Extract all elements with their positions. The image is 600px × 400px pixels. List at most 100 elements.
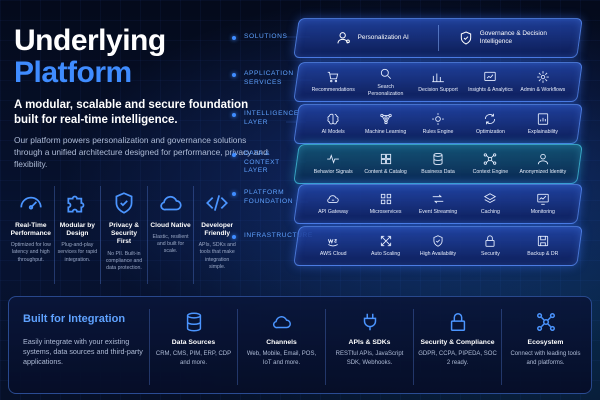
layer-data-context: Behavior Signals Content & Catalog Busin… (293, 144, 583, 184)
backup-icon (536, 234, 550, 248)
grid-icon (379, 192, 393, 206)
tile-ai-models[interactable]: AI Models (307, 112, 359, 135)
feature-desc: No PII. Built-in compliance and data pro… (105, 250, 143, 271)
integration-item-desc: CRM, CMS, PIM, ERP, CDP and more. (155, 351, 232, 366)
database-icon (183, 311, 205, 333)
integration-item-title: Ecosystem (527, 339, 564, 346)
feature-title: Developer Friendly (201, 222, 234, 238)
integration-apis[interactable]: APIs & SDKs RESTful APIs, JavaScript SDK… (325, 309, 413, 385)
feature-list: Real-Time Performance Optimized for low … (8, 186, 240, 284)
tile-api-gateway[interactable]: API Gateway (307, 192, 359, 215)
tile-explainability[interactable]: Explainability (517, 112, 569, 135)
pulse-icon (326, 152, 340, 166)
feature-title: Real-Time Performance (10, 222, 51, 238)
tile-auto-scaling[interactable]: Auto Scaling (359, 234, 411, 257)
tile-monitoring[interactable]: Monitoring (517, 192, 569, 215)
tile-label: Context Engine (472, 169, 509, 176)
tile-admin[interactable]: Admin & Workflows (517, 70, 569, 93)
code-icon (204, 190, 230, 216)
tile-behavior[interactable]: Behavior Signals (307, 152, 359, 175)
integration-ecosystem[interactable]: Ecosystem Connect with leading tools and… (501, 309, 589, 385)
tile-recommendations[interactable]: Recommendations (307, 70, 359, 93)
integration-item-title: Channels (266, 339, 297, 346)
tile-label: Anonymized Identity (519, 169, 567, 176)
page-title-line2: Platform (14, 56, 132, 89)
tile-label: High Availability (419, 251, 457, 258)
tile-insights[interactable]: Insights & Analytics (464, 70, 516, 93)
tile-microservices[interactable]: Microservices (359, 192, 411, 215)
feature-real-time: Real-Time Performance Optimized for low … (8, 186, 55, 284)
feature-title: Modular by Design (59, 222, 95, 238)
page-subtitle: A modular, scalable and secure foundatio… (14, 99, 249, 126)
integration-channels[interactable]: Channels Web, Mobile, Email, POS, IoT an… (237, 309, 325, 385)
tile-security[interactable]: Security (464, 234, 516, 257)
integration-data-sources[interactable]: Data Sources CRM, CMS, PIM, ERP, CDP and… (149, 309, 237, 385)
tile-label: Content & Catalog (364, 169, 407, 176)
tile-optimization[interactable]: Optimization (464, 112, 516, 135)
tile-label: API Gateway (318, 209, 349, 216)
tile-aws[interactable]: AWS Cloud (307, 234, 359, 257)
tile-catalog[interactable]: Content & Catalog (359, 152, 411, 175)
cloud-icon (271, 311, 293, 333)
tile-availability[interactable]: High Availability (412, 234, 464, 257)
tile-decision[interactable]: Decision Support (412, 70, 464, 93)
solution-governance[interactable]: Governance & Decision Intelligence (439, 30, 570, 46)
lock-icon (483, 234, 497, 248)
layer-label-intelligence: INTELLIGENCE LAYER (232, 110, 299, 126)
integration-description: Easily integrate with your existing syst… (23, 337, 143, 367)
availability-icon (431, 234, 445, 248)
tile-label: Admin & Workflows (520, 87, 566, 94)
feature-desc: Plug-and-play services for rapid integra… (57, 242, 98, 263)
feature-desc: APIs, SDKs and tools that make integrati… (198, 242, 236, 270)
layer-foundation: API Gateway Microservices Event Streamin… (293, 184, 583, 224)
integration-list: Data Sources CRM, CMS, PIM, ERP, CDP and… (149, 309, 589, 385)
explain-icon (536, 112, 550, 126)
tile-search[interactable]: Search Personalization (359, 67, 411, 97)
tile-rules[interactable]: Rules Engine (412, 112, 464, 135)
tile-label: Event Streaming (418, 209, 458, 216)
integration-item-title: Data Sources (171, 339, 216, 346)
feature-desc: Optimized for low latency and high throu… (10, 242, 51, 263)
aws-icon (326, 234, 340, 248)
feature-desc: Elastic, resilient and built for scale. (152, 234, 189, 255)
tile-label: Explainability (527, 129, 558, 136)
tile-label: Backup & DR (527, 251, 559, 258)
tile-label: Business Data (421, 169, 455, 176)
tile-label: Behavior Signals (313, 169, 353, 176)
database-icon (431, 152, 445, 166)
tile-label: Search Personalization (367, 84, 404, 97)
tile-context[interactable]: Context Engine (464, 152, 516, 175)
tile-business[interactable]: Business Data (412, 152, 464, 175)
solution-label: Governance & Decision Intelligence (479, 30, 547, 45)
integration-item-desc: Connect with leading tools and platforms… (510, 351, 581, 366)
layer-infrastructure: AWS Cloud Auto Scaling High Availability… (293, 226, 583, 266)
layer-label-solutions: SOLUTIONS (232, 33, 288, 40)
feature-privacy: Privacy & Security First No PII. Built-i… (101, 186, 148, 284)
solution-personalization[interactable]: Personalization AI (307, 30, 438, 46)
chart-icon (431, 70, 445, 84)
network-icon (379, 112, 393, 126)
puzzle-icon (64, 190, 90, 216)
tile-label: Microservices (369, 209, 402, 216)
tile-ml[interactable]: Machine Learning (359, 112, 411, 135)
feature-cloud: Cloud Native Elastic, resilient and buil… (148, 186, 195, 284)
tile-backup[interactable]: Backup & DR (517, 234, 569, 257)
tile-streaming[interactable]: Event Streaming (412, 192, 464, 215)
layer-label-infrastructure: INFRASTRUCTURE (232, 232, 313, 239)
search-icon (379, 67, 393, 81)
integration-security[interactable]: Security & Compliance GDPR, CCPA, PIPEDA… (413, 309, 501, 385)
integration-item-desc: Web, Mobile, Email, POS, IoT and more. (246, 351, 317, 366)
gateway-icon (326, 192, 340, 206)
feature-title: Privacy & Security First (108, 222, 140, 246)
layer-intelligence: AI Models Machine Learning Rules Engine … (293, 104, 583, 144)
tile-label: Insights & Analytics (468, 87, 513, 94)
scale-icon (379, 234, 393, 248)
tile-label: Recommendations (311, 87, 355, 94)
tile-label: AI Models (321, 129, 345, 136)
tile-identity[interactable]: Anonymized Identity (517, 152, 569, 175)
optimize-icon (483, 112, 497, 126)
tile-label: Optimization (476, 129, 505, 136)
analytics-icon (483, 70, 497, 84)
tile-label: Monitoring (530, 209, 555, 216)
tile-caching[interactable]: Caching (464, 192, 516, 215)
